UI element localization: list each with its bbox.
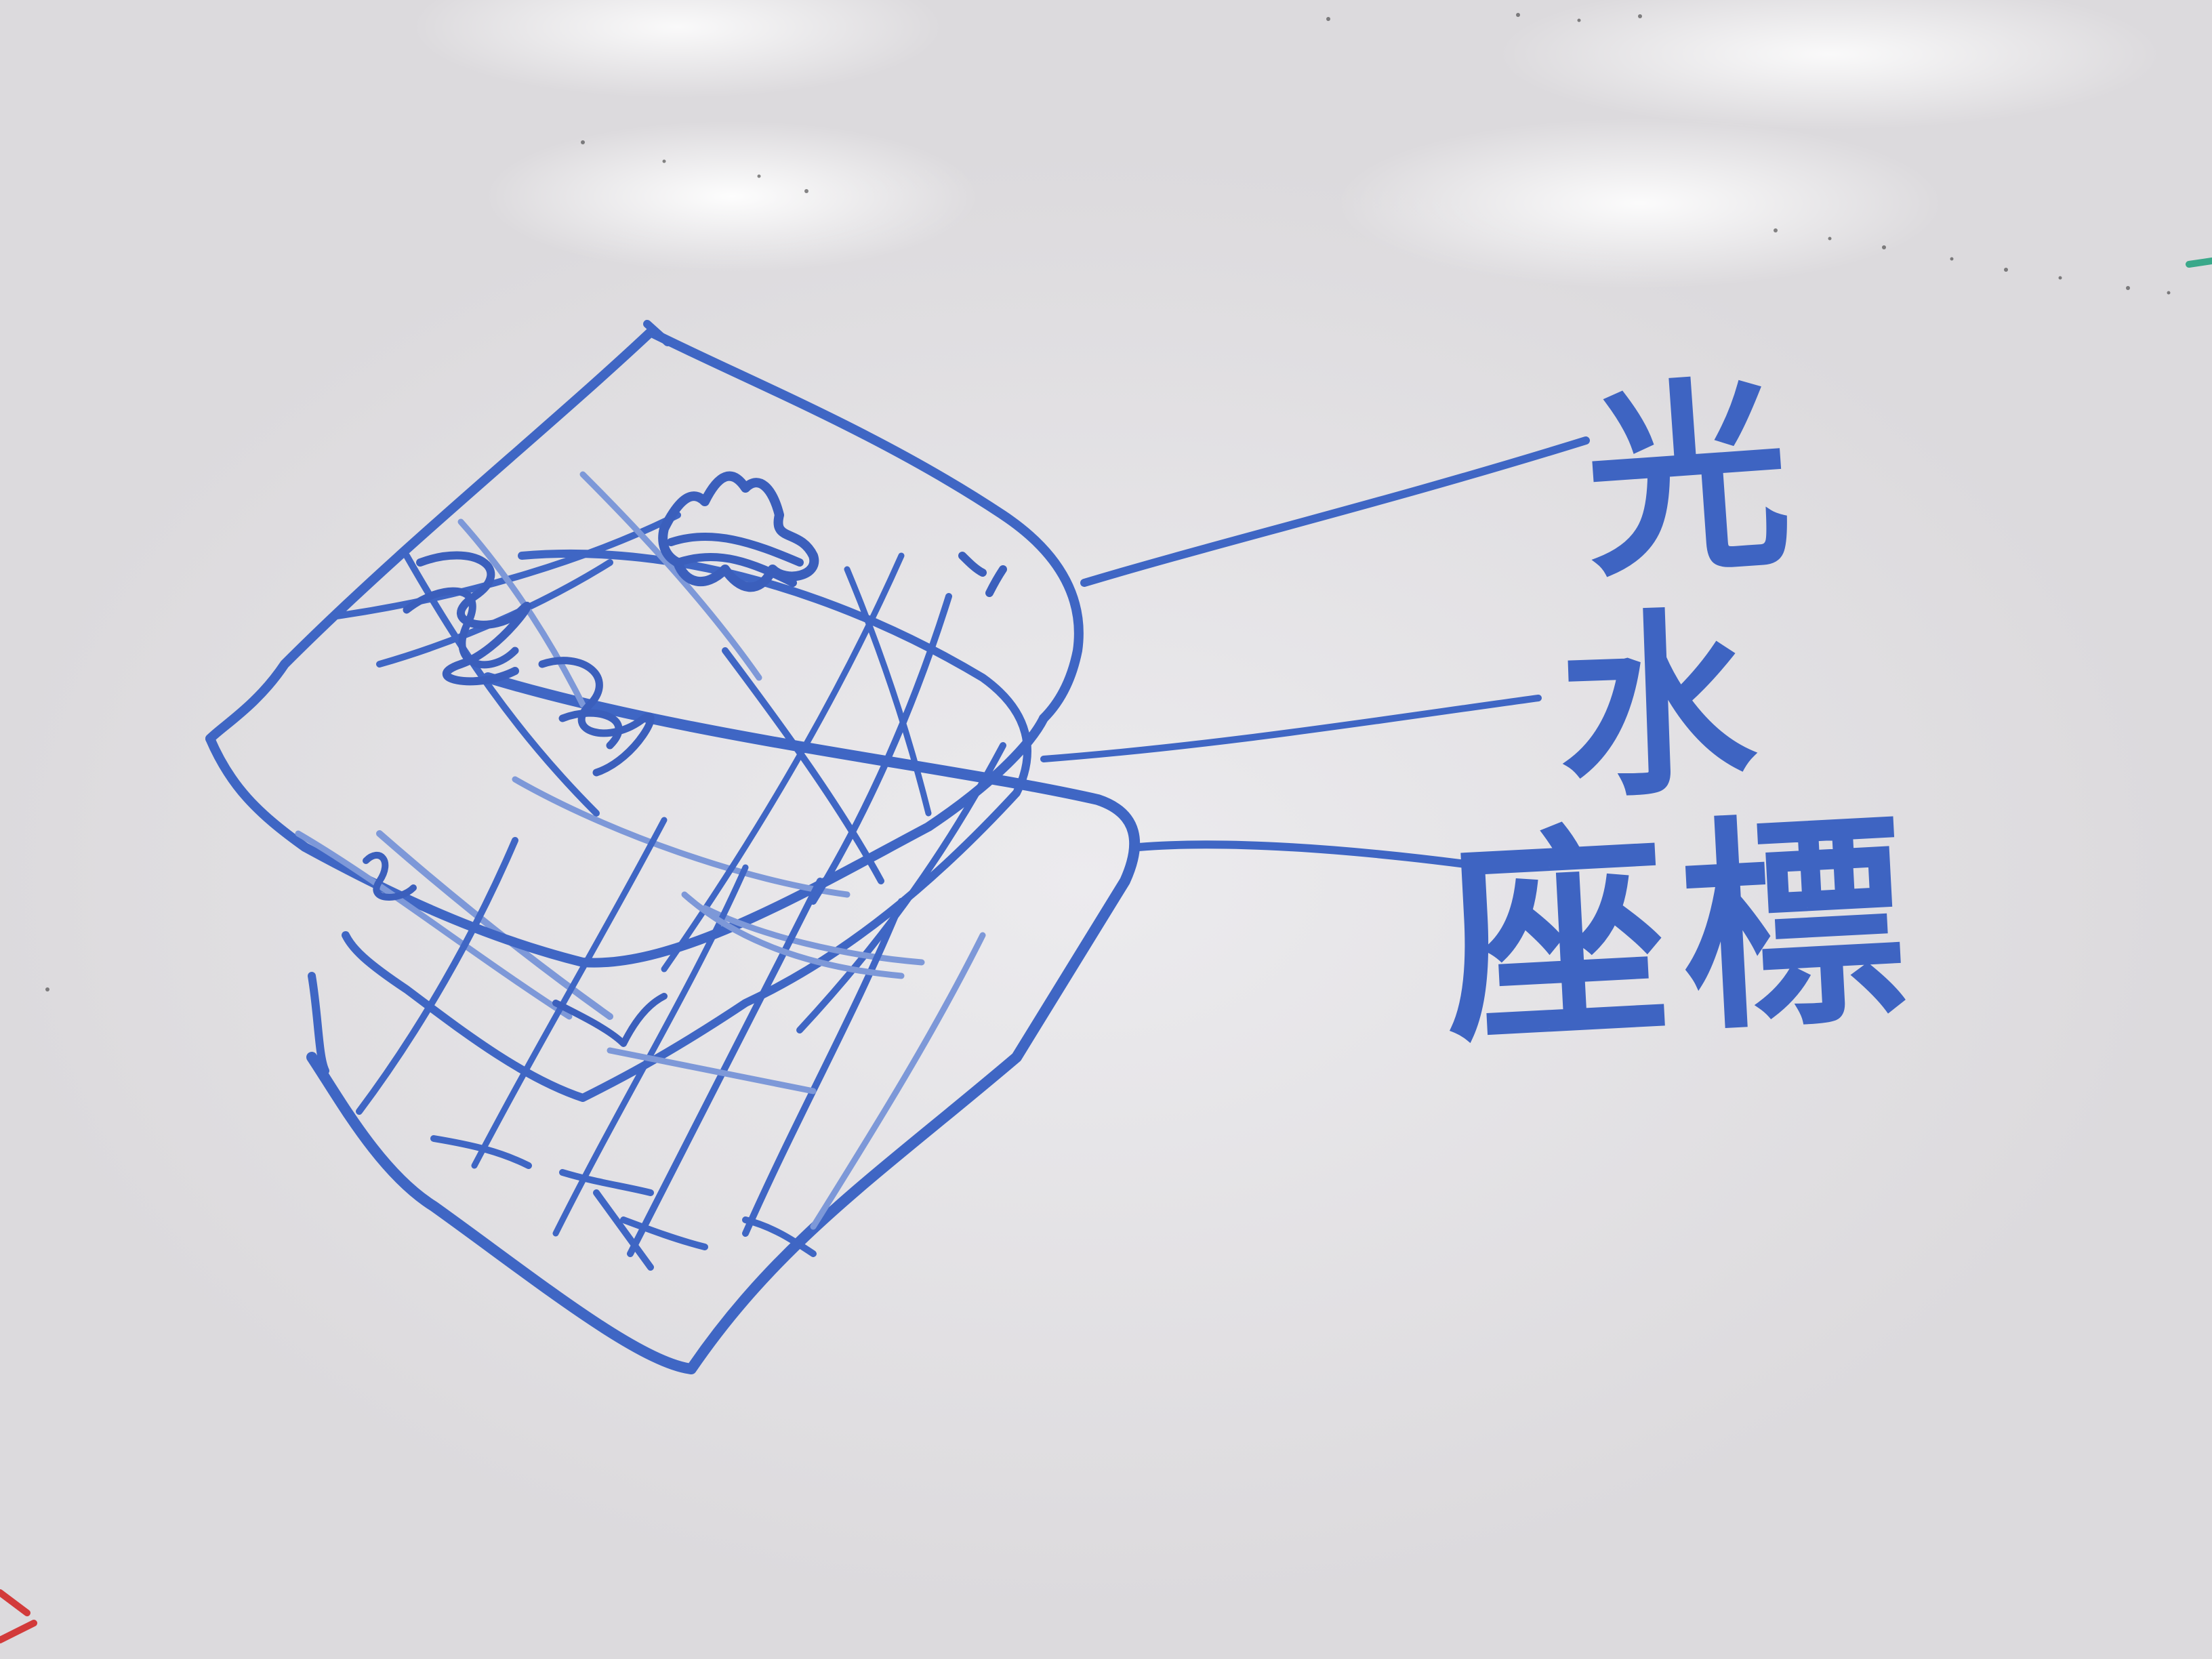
leader-lines bbox=[1040, 436, 1590, 872]
layer-back-sheet bbox=[306, 672, 1141, 1374]
label-light: 光 bbox=[1578, 355, 1797, 607]
eraser-residue bbox=[45, 13, 2171, 991]
green-marker-fragment bbox=[2186, 258, 2212, 268]
leader-line-light bbox=[1080, 436, 1590, 587]
label-water: 水 bbox=[1555, 590, 1759, 825]
leader-line-water bbox=[1040, 695, 1542, 762]
leader-line-coord bbox=[1134, 840, 1495, 872]
cell-scribbles bbox=[363, 471, 1007, 1047]
grid-lines bbox=[295, 471, 1006, 1271]
red-marker-fragment bbox=[0, 1589, 37, 1643]
label-coordinates: 座標 bbox=[1437, 789, 1925, 1075]
